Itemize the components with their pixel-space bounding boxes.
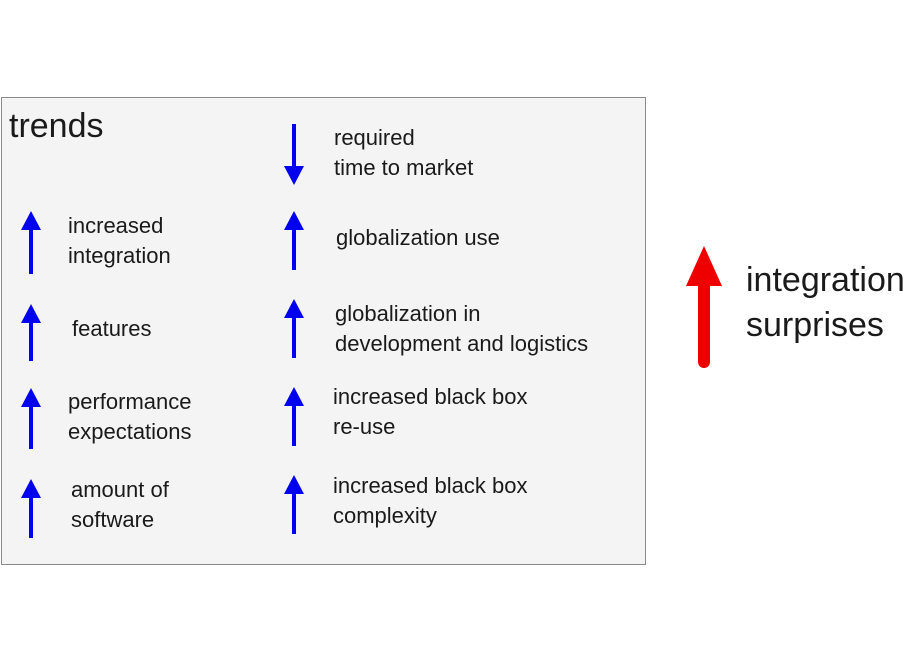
- arrow-up-icon: [284, 475, 304, 534]
- arrow-down-icon: [284, 124, 304, 185]
- arrow-up-icon: [21, 304, 41, 361]
- trend-label: increased black box complexity: [333, 473, 528, 528]
- result-label: integration surprises: [746, 261, 905, 344]
- trend-label: performance expectations: [68, 389, 192, 444]
- arrow-up-icon: [284, 211, 304, 270]
- trend-label: globalization in development and logisti…: [335, 301, 589, 356]
- arrow-up-icon: [284, 387, 304, 446]
- trend-label: required time to market: [334, 125, 474, 180]
- arrow-up-icon: [284, 299, 304, 358]
- trend-label: globalization use: [336, 225, 500, 250]
- arrow-up-icon: [21, 479, 41, 538]
- arrow-up-icon: [21, 211, 41, 274]
- arrow-up-icon: [21, 388, 41, 449]
- trends-panel: [1, 97, 646, 565]
- trend-label: increased black box re-use: [333, 384, 528, 439]
- trend-label: increased integration: [68, 213, 171, 268]
- big-arrow-up-icon: [686, 246, 722, 368]
- trend-label: features: [72, 316, 152, 341]
- panel-title: trends: [9, 107, 104, 145]
- trend-label: amount of software: [71, 477, 169, 532]
